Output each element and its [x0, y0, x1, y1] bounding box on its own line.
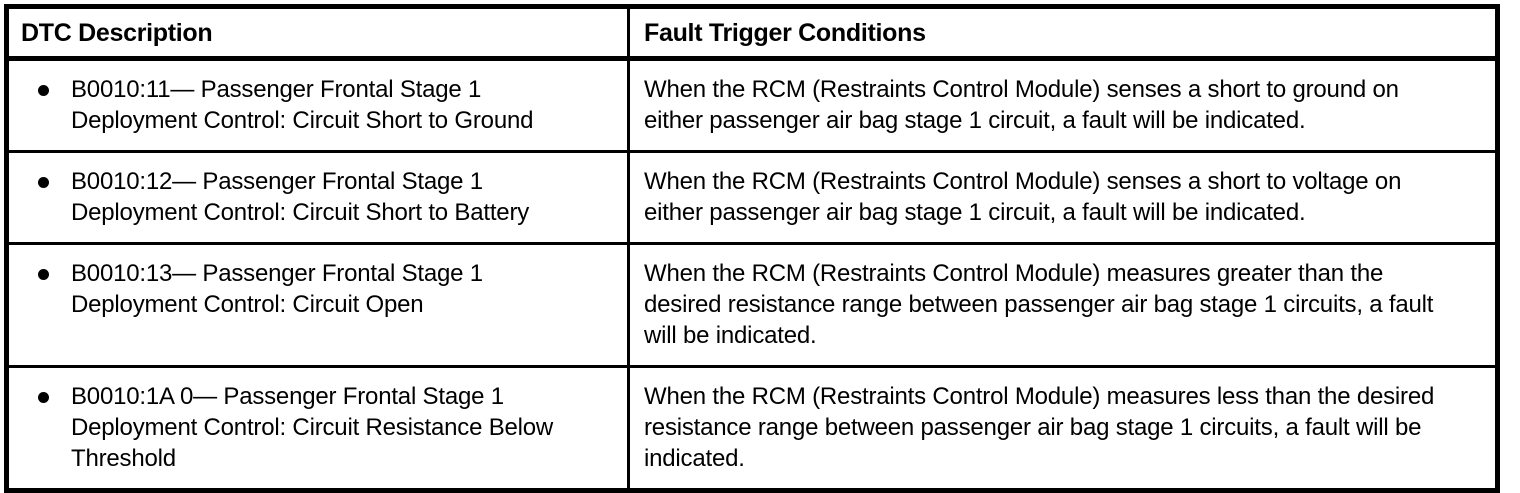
dtc-fault-table: DTC Description Fault Trigger Conditions…: [4, 4, 1500, 493]
dtc-description-text: B0010:1A 0— Passenger Frontal Stage 1 De…: [71, 383, 554, 472]
fault-trigger-condition-cell: When the RCM (Restraints Control Module)…: [629, 59, 1498, 152]
column-header-fault-trigger-conditions: Fault Trigger Conditions: [628, 6, 1498, 61]
fault-trigger-condition-content: When the RCM (Restraints Control Module)…: [630, 61, 1495, 150]
dtc-description-text: B0010:13— Passenger Frontal Stage 1 Depl…: [71, 260, 483, 318]
dtc-description-text: B0010:11— Passenger Frontal Stage 1 Depl…: [71, 76, 534, 134]
fault-trigger-condition-text: When the RCM (Restraints Control Module)…: [644, 168, 1402, 226]
bullet-icon: [38, 177, 49, 188]
table-row: B0010:13— Passenger Frontal Stage 1 Depl…: [6, 242, 1498, 367]
fault-trigger-condition-text: When the RCM (Restraints Control Module)…: [644, 76, 1399, 134]
bullet-icon: [38, 85, 49, 96]
column-header-fault-trigger-conditions-label: Fault Trigger Conditions: [644, 19, 926, 47]
column-header-dtc-description-label: DTC Description: [21, 19, 213, 47]
bullet-icon: [38, 392, 49, 403]
fault-trigger-condition-content: When the RCM (Restraints Control Module)…: [630, 153, 1495, 242]
table-header-row: DTC Description Fault Trigger Conditions: [6, 6, 1498, 61]
fault-trigger-condition-content: When the RCM (Restraints Control Module)…: [630, 245, 1495, 365]
list-item: B0010:1A 0— Passenger Frontal Stage 1 De…: [21, 381, 617, 474]
table-row: B0010:1A 0— Passenger Frontal Stage 1 De…: [6, 365, 1498, 491]
dtc-description-content: B0010:1A 0— Passenger Frontal Stage 1 De…: [9, 368, 627, 488]
dtc-description-cell: B0010:11— Passenger Frontal Stage 1 Depl…: [6, 58, 630, 152]
fault-trigger-condition-cell: When the RCM (Restraints Control Module)…: [628, 242, 1498, 367]
fault-trigger-condition-cell: When the RCM (Restraints Control Module)…: [628, 365, 1498, 491]
fault-trigger-condition-cell: When the RCM (Restraints Control Module)…: [628, 150, 1498, 244]
dtc-description-cell: B0010:1A 0— Passenger Frontal Stage 1 De…: [6, 365, 630, 491]
table-row: B0010:12— Passenger Frontal Stage 1 Depl…: [6, 150, 1498, 244]
fault-trigger-condition-text: When the RCM (Restraints Control Module)…: [644, 383, 1435, 472]
dtc-description-content: B0010:13— Passenger Frontal Stage 1 Depl…: [9, 245, 627, 334]
dtc-description-cell: B0010:12— Passenger Frontal Stage 1 Depl…: [6, 150, 630, 244]
table-row: B0010:11— Passenger Frontal Stage 1 Depl…: [6, 58, 1498, 152]
dtc-description-cell: B0010:13— Passenger Frontal Stage 1 Depl…: [6, 242, 630, 367]
dtc-description-content: B0010:12— Passenger Frontal Stage 1 Depl…: [9, 153, 627, 242]
bullet-icon: [38, 269, 49, 280]
list-item: B0010:13— Passenger Frontal Stage 1 Depl…: [21, 258, 617, 320]
table-body: B0010:11— Passenger Frontal Stage 1 Depl…: [6, 58, 1498, 491]
table-header: DTC Description Fault Trigger Conditions: [6, 6, 1498, 61]
column-header-dtc-description: DTC Description: [6, 6, 630, 61]
list-item: B0010:11— Passenger Frontal Stage 1 Depl…: [21, 74, 617, 136]
fault-trigger-condition-text: When the RCM (Restraints Control Module)…: [644, 260, 1434, 349]
document-page: DTC Description Fault Trigger Conditions…: [4, 4, 1500, 493]
fault-trigger-condition-content: When the RCM (Restraints Control Module)…: [630, 368, 1495, 488]
dtc-description-content: B0010:11— Passenger Frontal Stage 1 Depl…: [9, 61, 627, 150]
list-item: B0010:12— Passenger Frontal Stage 1 Depl…: [21, 166, 617, 228]
dtc-description-text: B0010:12— Passenger Frontal Stage 1 Depl…: [71, 168, 530, 226]
